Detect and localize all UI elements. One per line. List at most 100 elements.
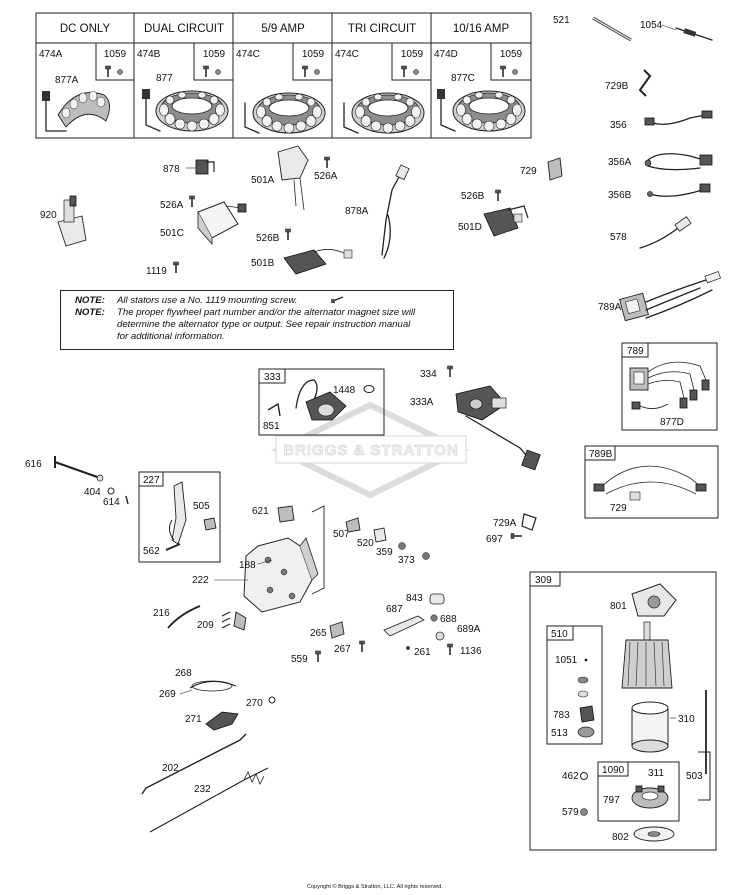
part-501a[interactable]: 501A bbox=[251, 145, 309, 211]
svg-text:501A: 501A bbox=[251, 175, 275, 186]
svg-text:687: 687 bbox=[386, 604, 403, 615]
note-label-2: NOTE: bbox=[75, 307, 105, 318]
part-1119[interactable]: 1119 bbox=[146, 261, 180, 277]
part-507[interactable]: 507 bbox=[333, 517, 361, 540]
part-843[interactable]: 843 bbox=[406, 593, 445, 605]
part-188[interactable]: 188 bbox=[239, 559, 273, 571]
part-1054[interactable]: 1054 bbox=[640, 20, 713, 41]
part-222[interactable]: 222 bbox=[192, 575, 248, 586]
kit-227[interactable]: 227 505 562 bbox=[138, 471, 221, 563]
part-356b[interactable]: 356B bbox=[608, 183, 711, 201]
part-216[interactable]: 216 bbox=[153, 605, 201, 629]
watermark: BRIGGS & STRATTON bbox=[271, 401, 469, 499]
svg-text:334: 334 bbox=[420, 369, 437, 380]
part-559[interactable]: 559 bbox=[291, 650, 322, 665]
part-687[interactable]: 687 bbox=[383, 604, 425, 637]
svg-text:689A: 689A bbox=[457, 624, 481, 635]
part-521[interactable]: 521 bbox=[553, 15, 632, 42]
svg-text:697: 697 bbox=[486, 534, 503, 545]
svg-text:729B: 729B bbox=[605, 81, 629, 92]
svg-text:268: 268 bbox=[175, 668, 192, 679]
part-697[interactable]: 697 bbox=[486, 532, 523, 546]
part-578[interactable]: 578 bbox=[610, 216, 692, 249]
kit-789[interactable]: 789 877D bbox=[621, 342, 718, 431]
part-729b[interactable]: 729B bbox=[605, 69, 652, 97]
svg-text:373: 373 bbox=[398, 555, 415, 566]
stator-header-tri-circuit: TRI CIRCUIT bbox=[348, 23, 416, 35]
stator-cell-2[interactable]: 474C 1059 bbox=[236, 42, 333, 134]
svg-text:359: 359 bbox=[376, 547, 393, 558]
part-616[interactable]: 616 bbox=[25, 456, 104, 482]
part-878[interactable]: 878 bbox=[163, 159, 215, 175]
svg-text:513: 513 bbox=[551, 728, 568, 739]
svg-text:851: 851 bbox=[263, 421, 280, 432]
part-520[interactable]: 520 bbox=[357, 527, 387, 549]
svg-text:309: 309 bbox=[535, 575, 552, 586]
svg-text:1051: 1051 bbox=[555, 655, 578, 666]
part-333a[interactable]: 333A bbox=[410, 385, 541, 471]
svg-text:216: 216 bbox=[153, 608, 170, 619]
svg-text:507: 507 bbox=[333, 529, 350, 540]
part-526b[interactable]: 526B bbox=[461, 189, 502, 202]
kit-789b[interactable]: 789B 729 bbox=[584, 445, 719, 519]
stator-cell-2-screw-part: 1059 bbox=[302, 49, 325, 60]
svg-text:1054: 1054 bbox=[640, 20, 663, 31]
svg-text:616: 616 bbox=[25, 459, 42, 470]
part-688[interactable]: 688 bbox=[430, 614, 457, 625]
part-501d[interactable]: 501D bbox=[458, 205, 529, 237]
stator-cell-0-stator: 877A bbox=[55, 75, 79, 86]
part-526a-2[interactable]: 526A bbox=[160, 195, 196, 211]
svg-text:920: 920 bbox=[40, 210, 57, 221]
part-621[interactable]: 621 bbox=[252, 505, 295, 523]
kit-510[interactable]: 510 1051 783 513 bbox=[546, 625, 603, 745]
part-209[interactable]: 209 bbox=[197, 611, 231, 631]
part-614[interactable]: 614 bbox=[103, 495, 129, 508]
part-878a[interactable]: 878A bbox=[345, 164, 410, 259]
part-269[interactable]: 269 bbox=[159, 689, 193, 700]
note-text-2b: determine the alternator type or output.… bbox=[117, 319, 411, 330]
stator-cell-0[interactable]: 474A 1059 877A bbox=[39, 42, 135, 132]
svg-text:1090: 1090 bbox=[602, 765, 625, 776]
svg-text:789: 789 bbox=[627, 346, 644, 357]
part-729a[interactable]: 729A bbox=[493, 513, 537, 531]
stator-cell-3[interactable]: 474C 1059 bbox=[335, 42, 432, 134]
stator-cell-4[interactable]: 474D 1059 877C bbox=[434, 42, 532, 132]
part-689a[interactable]: 689A bbox=[435, 624, 481, 641]
part-268[interactable]: 268 bbox=[175, 668, 237, 692]
kit-1090[interactable]: 1090 311 797 bbox=[597, 761, 680, 822]
svg-text:222: 222 bbox=[192, 575, 209, 586]
kit-309[interactable]: 309 801 310 462 579 503 802 bbox=[529, 571, 717, 851]
part-202[interactable]: 202 bbox=[141, 733, 247, 795]
part-789a[interactable]: 789A bbox=[598, 271, 721, 322]
part-359[interactable]: 359 bbox=[376, 542, 406, 559]
part-261[interactable]: 261 bbox=[406, 646, 431, 658]
part-1136[interactable]: 1136 bbox=[446, 643, 482, 657]
stator-cell-1-screw-part: 1059 bbox=[203, 49, 226, 60]
part-270[interactable]: 270 bbox=[246, 696, 276, 709]
part-729[interactable]: 729 bbox=[520, 157, 563, 181]
part-373[interactable]: 373 bbox=[398, 552, 430, 567]
part-267[interactable]: 267 bbox=[334, 640, 366, 655]
part-404[interactable]: 404 bbox=[84, 487, 115, 498]
part-356[interactable]: 356 bbox=[610, 110, 713, 131]
kit-333[interactable]: 333 1448 851 bbox=[258, 368, 385, 436]
svg-text:877D: 877D bbox=[660, 417, 684, 428]
part-526b-2[interactable]: 526B bbox=[256, 228, 292, 244]
part-356a[interactable]: 356A bbox=[608, 153, 713, 171]
stator-cell-1[interactable]: 474B 1059 877 bbox=[137, 42, 234, 132]
part-271[interactable]: 271 bbox=[185, 711, 239, 731]
svg-text:356B: 356B bbox=[608, 190, 632, 201]
part-265[interactable]: 265 bbox=[310, 621, 345, 639]
svg-text:797: 797 bbox=[603, 795, 620, 806]
part-501c[interactable]: 501C bbox=[160, 201, 247, 246]
part-334[interactable]: 334 bbox=[420, 365, 454, 380]
svg-text:802: 802 bbox=[612, 832, 629, 843]
part-232[interactable]: 232 bbox=[149, 767, 269, 833]
svg-text:1119: 1119 bbox=[146, 266, 167, 277]
svg-text:729: 729 bbox=[520, 166, 537, 177]
part-526a[interactable]: 526A bbox=[314, 156, 338, 182]
svg-text:270: 270 bbox=[246, 698, 263, 709]
part-920[interactable]: 920 bbox=[40, 195, 87, 247]
part-501b[interactable]: 501B bbox=[251, 249, 353, 275]
